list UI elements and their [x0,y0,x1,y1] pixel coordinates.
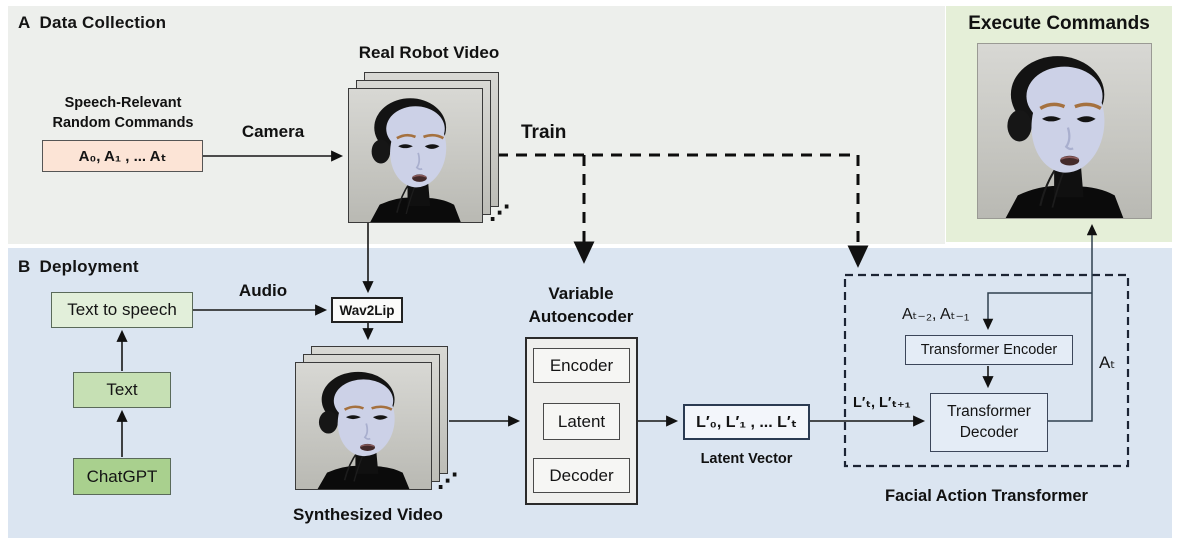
real-robot-video-label: Real Robot Video [358,43,500,62]
variable-autoencoder-label: Variable Autoencoder [528,284,634,326]
text-box: Text [73,372,171,408]
action-output-label: Aₜ [1099,353,1116,372]
chatgpt-box: ChatGPT [73,458,171,495]
execute-commands-title: Execute Commands [968,13,1150,34]
train-label: Train [521,122,567,143]
synth-video-ellipsis: ⋰ [437,470,458,493]
speech-commands-label: Speech-Relevant Random Commands [52,95,194,131]
prev-actions-label: Aₜ₋₂, Aₜ₋₁ [902,306,970,323]
synth-video-frame-front [295,362,432,490]
latent-box: Latent [543,403,620,440]
section-b-header: B Deployment [18,257,139,277]
transformer-encoder-box: Transformer Encoder [905,335,1073,365]
section-a-marker: A [18,13,31,32]
latent-vector-label: Latent Vector [700,451,793,467]
random-commands-box: A₀, A₁ , ... Aₜ [42,140,203,172]
audio-label: Audio [238,281,288,300]
latent-sequence-box: L′₀, L′₁ , ... L′ₜ [683,404,810,440]
real-video-frame-front [348,88,483,223]
robot-face-image [978,44,1151,218]
wav2lip-box: Wav2Lip [331,297,403,323]
section-a-title: Data Collection [39,13,167,32]
text-to-speech-box: Text to speech [51,292,193,328]
synthesized-video-label: Synthesized Video [293,505,443,524]
execute-robot-photo [977,43,1152,219]
section-b-title: Deployment [39,257,139,276]
encoder-box: Encoder [533,348,630,383]
camera-label: Camera [241,122,305,141]
section-a-header: A Data Collection [18,13,166,33]
robot-face-image [296,363,431,489]
real-video-ellipsis: ⋰ [489,202,510,225]
decoder-box: Decoder [533,458,630,493]
latent-input-label: L′ₜ, L′ₜ₊₁ [853,395,911,411]
facial-action-transformer-label: Facial Action Transformer [885,487,1088,505]
robot-face-image [349,89,482,222]
transformer-decoder-box: Transformer Decoder [930,393,1048,452]
section-b-marker: B [18,257,31,276]
